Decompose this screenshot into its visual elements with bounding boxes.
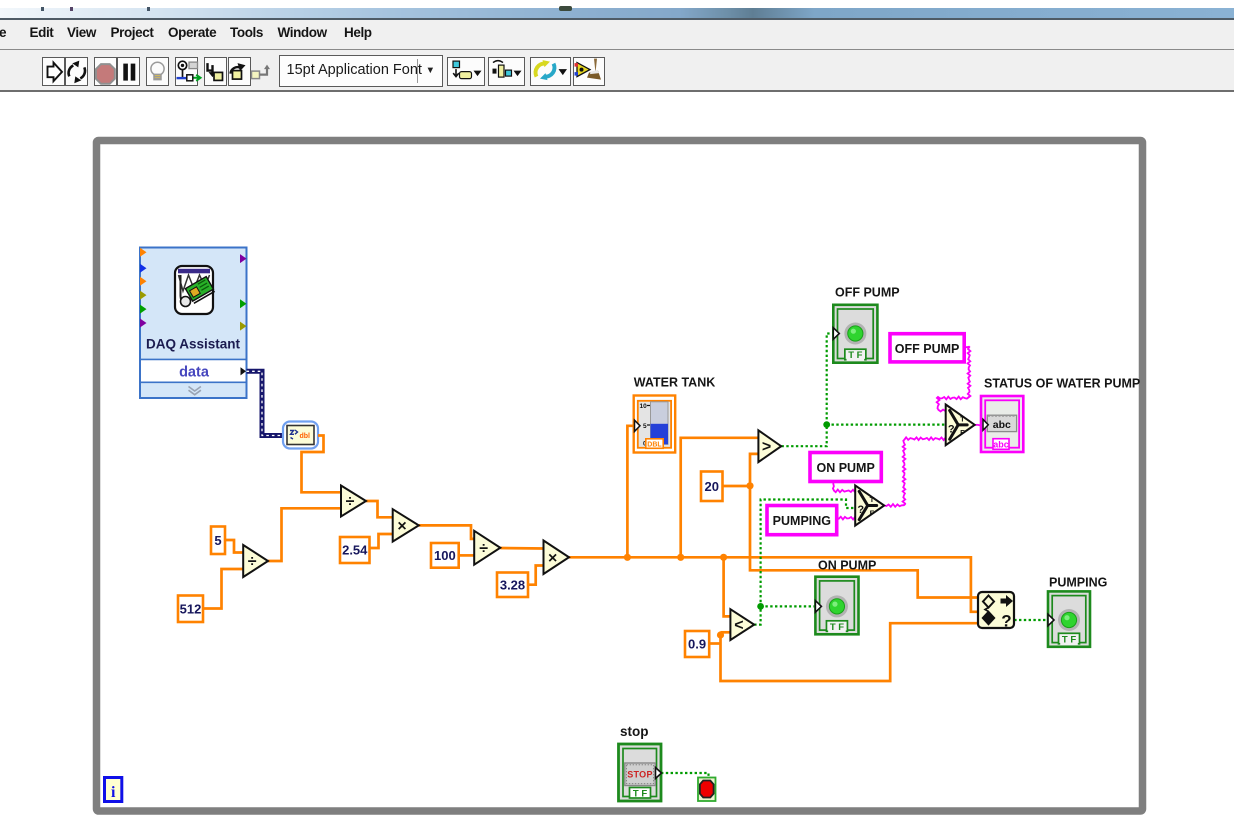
svg-text:ON PUMP: ON PUMP — [818, 559, 876, 573]
svg-text:÷: ÷ — [479, 540, 488, 557]
svg-text:OFF PUMP: OFF PUMP — [895, 342, 960, 356]
svg-text:STATUS OF WATER PUMP: STATUS OF WATER PUMP — [984, 377, 1140, 391]
svg-text:>: > — [762, 439, 771, 456]
svg-text:DBL: DBL — [647, 441, 662, 448]
svg-text:OFF PUMP: OFF PUMP — [835, 286, 900, 300]
svg-text:ON PUMP: ON PUMP — [816, 461, 874, 475]
svg-text:?: ? — [857, 504, 864, 516]
svg-text:5: 5 — [214, 533, 221, 548]
svg-text:10: 10 — [640, 403, 648, 410]
svg-text:0.9: 0.9 — [688, 637, 706, 652]
svg-text:T F: T F — [848, 350, 862, 361]
svg-text:i: i — [111, 784, 116, 801]
svg-text:÷: ÷ — [346, 494, 355, 511]
svg-text:abc: abc — [993, 439, 1009, 449]
svg-text:F: F — [960, 428, 965, 437]
svg-text:WATER TANK: WATER TANK — [634, 376, 715, 390]
svg-text:3.28: 3.28 — [500, 577, 525, 592]
svg-text:DAQ Assistant: DAQ Assistant — [146, 337, 241, 352]
svg-text:×: × — [397, 518, 406, 535]
svg-text:data: data — [179, 365, 210, 381]
svg-text:T F: T F — [1062, 634, 1076, 645]
svg-text:×: × — [548, 550, 557, 567]
svg-text:stop: stop — [620, 724, 649, 739]
svg-text:F: F — [870, 509, 875, 518]
svg-text:?: ? — [1001, 612, 1011, 631]
svg-text:abc: abc — [993, 419, 1011, 431]
svg-text:dbl: dbl — [300, 433, 311, 440]
svg-text:PUMPING: PUMPING — [1049, 576, 1107, 590]
svg-text:?: ? — [948, 423, 955, 435]
svg-text:T F: T F — [830, 622, 844, 633]
svg-text:20: 20 — [705, 479, 719, 494]
svg-text:STOP: STOP — [627, 770, 653, 780]
svg-text:5: 5 — [643, 423, 647, 430]
svg-text:T: T — [870, 495, 875, 504]
svg-text:T F: T F — [633, 789, 647, 800]
svg-text:÷: ÷ — [248, 554, 257, 571]
svg-text:T: T — [960, 414, 965, 423]
svg-text:100: 100 — [434, 548, 456, 563]
svg-text:<: < — [734, 617, 743, 634]
svg-text:512: 512 — [180, 601, 202, 616]
svg-text:PUMPING: PUMPING — [773, 514, 831, 528]
svg-text:2.54: 2.54 — [342, 543, 368, 558]
